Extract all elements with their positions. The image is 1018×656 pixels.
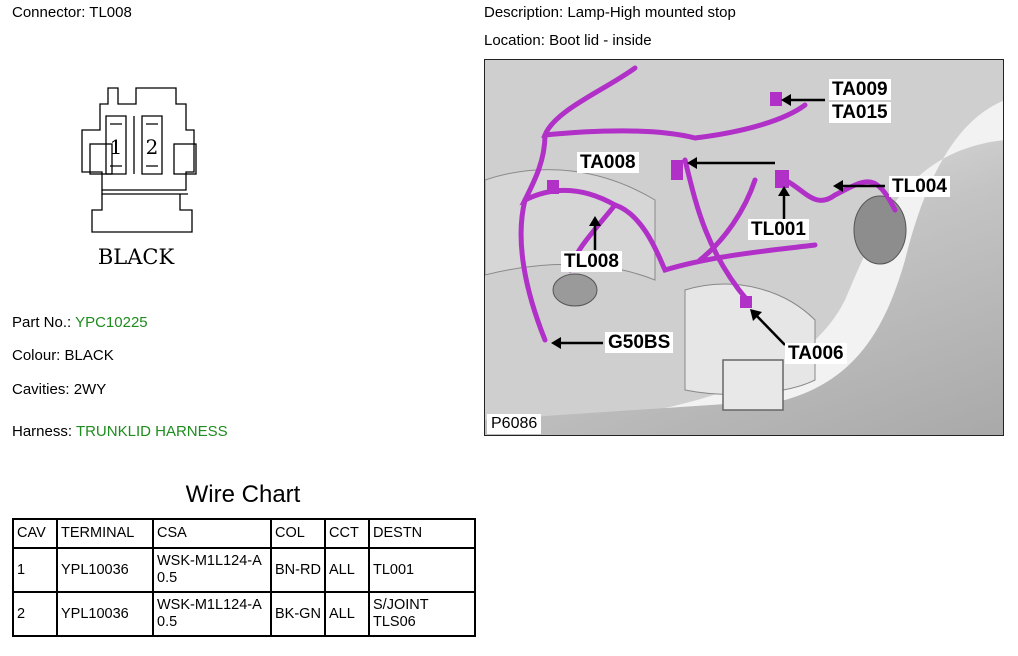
connector-face-drawing: 1 2 BLACK	[81, 87, 197, 269]
colour-value: BLACK	[64, 347, 114, 364]
harness-line: Harness: TRUNKLID HARNESS	[12, 423, 228, 441]
header-terminal: TERMINAL	[56, 518, 154, 549]
callout-arrow-ta006	[752, 311, 786, 346]
location-line: Location: Boot lid - inside	[484, 32, 652, 50]
cell-cav: 1	[12, 547, 58, 593]
harness-link[interactable]: TRUNKLID HARNESS	[75, 423, 228, 440]
connector-heading: Connector: TL008	[12, 4, 132, 22]
wire-chart-table: CAV TERMINAL CSA COL CCT DESTN 1 YPL1003…	[12, 518, 476, 637]
table-row: 2 YPL10036 WSK-M1L124-A 0.5 BK-GN ALL S/…	[12, 591, 476, 637]
cell-terminal: YPL10036	[56, 547, 154, 593]
wire-chart-title: Wire Chart	[185, 481, 301, 508]
callout-ta009: TA009	[829, 79, 891, 100]
description-line: Description: Lamp-High mounted stop	[484, 4, 736, 22]
location-label: Location:	[484, 32, 545, 49]
cell-col: BK-GN	[270, 591, 326, 637]
header-cct: CCT	[324, 518, 370, 549]
callout-tl004: TL004	[889, 176, 950, 197]
callout-tl001: TL001	[748, 219, 809, 240]
cell-terminal: YPL10036	[56, 591, 154, 637]
table-row: 1 YPL10036 WSK-M1L124-A 0.5 BN-RD ALL TL…	[12, 547, 476, 593]
part-no-label: Part No.:	[12, 314, 72, 331]
description-label: Description:	[484, 4, 564, 21]
cell-destn: S/JOINT TLS06	[368, 591, 476, 637]
part-no-link[interactable]: YPC10225	[75, 314, 148, 331]
boot-lid-illustration	[485, 60, 1003, 420]
connector-outline	[81, 87, 197, 233]
pin-2-label: 2	[146, 135, 159, 159]
cell-csa: WSK-M1L124-A 0.5	[152, 547, 272, 593]
pin-1-label: 1	[110, 135, 123, 159]
header-cav: CAV	[12, 518, 58, 549]
cell-cct: ALL	[324, 591, 370, 637]
connector-value: TL008	[89, 4, 132, 21]
callout-ta015: TA015	[829, 102, 891, 123]
header-destn: DESTN	[368, 518, 476, 549]
harness-label: Harness:	[12, 423, 73, 440]
cell-csa: WSK-M1L124-A 0.5	[152, 591, 272, 637]
cell-col: BN-RD	[270, 547, 326, 593]
header-col: COL	[270, 518, 326, 549]
cell-destn: TL001	[368, 547, 476, 593]
cell-cav: 2	[12, 591, 58, 637]
drawing-colour-label: BLACK	[98, 245, 175, 269]
cell-cct: ALL	[324, 547, 370, 593]
location-value: Boot lid - inside	[549, 32, 652, 49]
description-value: Lamp-High mounted stop	[567, 4, 736, 21]
table-header-row: CAV TERMINAL CSA COL CCT DESTN	[12, 518, 476, 549]
photo-id-label: P6086	[487, 414, 542, 434]
header-csa: CSA	[152, 518, 272, 549]
cavities-line: Cavities: 2WY	[12, 381, 106, 399]
connector-label: Connector:	[12, 4, 86, 21]
location-photo: TA009 TA015 TA008 TL004 TL001 TL008 G50B…	[484, 59, 1004, 436]
cavities-value: 2WY	[73, 381, 107, 398]
part-no-line: Part No.: YPC10225	[12, 314, 148, 332]
callout-tl008: TL008	[561, 251, 622, 272]
colour-line: Colour: BLACK	[12, 347, 114, 365]
callout-g50bs: G50BS	[605, 332, 674, 353]
callout-ta008: TA008	[577, 152, 639, 173]
callout-ta006: TA006	[785, 343, 847, 364]
colour-label: Colour:	[12, 347, 61, 364]
cavities-label: Cavities:	[12, 381, 70, 398]
